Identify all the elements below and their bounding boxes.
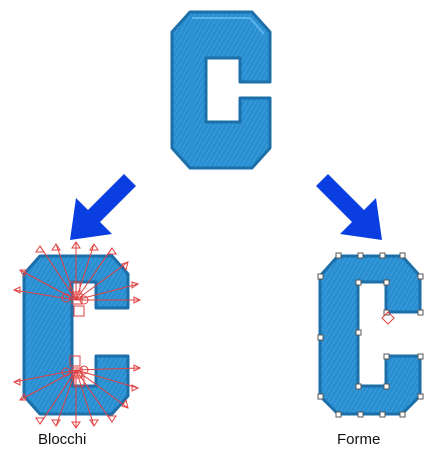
letter-c-blocks [12, 241, 142, 429]
caption-blocks: Blocchi [38, 431, 87, 448]
caption-shapes: Forme [337, 431, 381, 448]
arrow-down-left-icon [70, 174, 136, 240]
shape-nodes [317, 252, 424, 418]
letter-c-source [170, 10, 272, 170]
letter-c-shapes [317, 252, 424, 418]
arrow-down-right-icon [316, 174, 382, 240]
block-handles [12, 241, 142, 429]
